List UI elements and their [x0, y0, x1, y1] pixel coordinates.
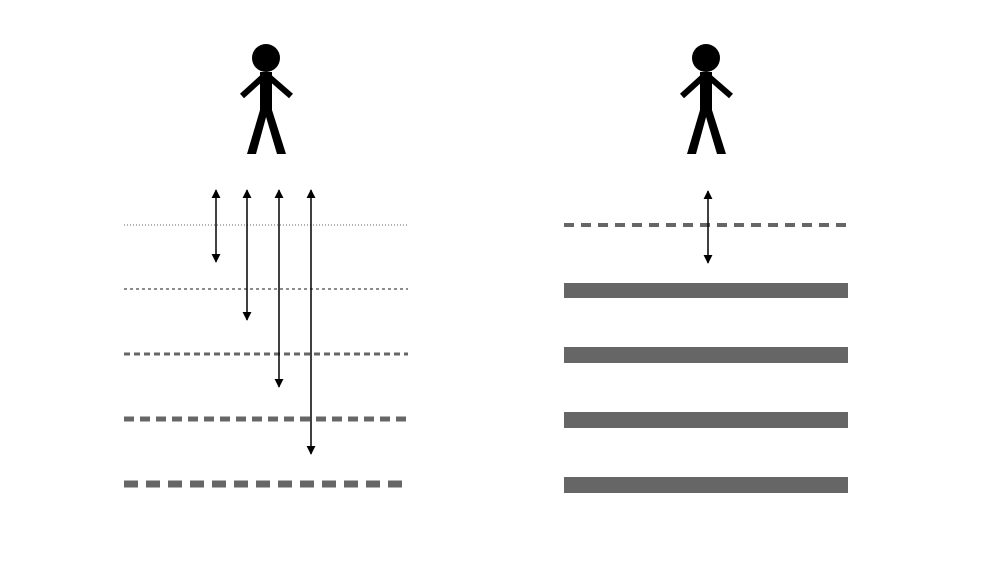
layer-bar-5	[564, 477, 848, 493]
layer-bar-2	[564, 283, 848, 298]
person-head	[692, 44, 720, 72]
person-left-leg	[687, 110, 708, 154]
right-panel	[564, 44, 848, 493]
person-right-arm	[266, 73, 293, 99]
person-left-arm	[679, 73, 707, 99]
person-left-leg	[247, 110, 268, 154]
person-right-leg	[264, 110, 286, 154]
person-right-leg	[704, 110, 726, 154]
person-icon	[679, 44, 733, 154]
person-torso	[700, 72, 712, 112]
person-icon	[239, 44, 293, 154]
layer-bar-3	[564, 347, 848, 363]
person-left-arm	[239, 73, 267, 99]
person-head	[252, 44, 280, 72]
left-panel	[124, 44, 408, 488]
person-torso	[260, 72, 272, 112]
person-right-arm	[706, 73, 733, 99]
layer-bar-4	[564, 412, 848, 428]
